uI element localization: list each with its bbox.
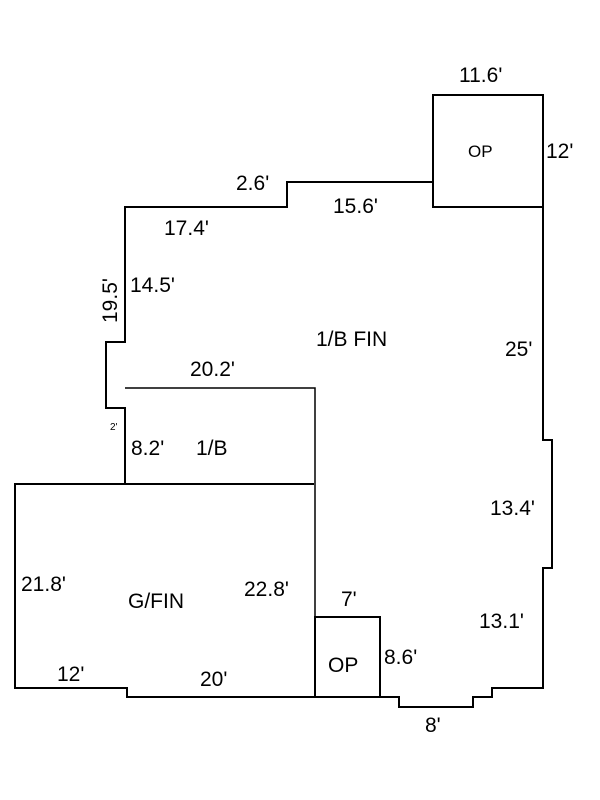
dim-garage-right: 22.8' [244,578,289,601]
dim-porch-top-depth: 12' [546,140,573,163]
dim-garage-bottom-left: 12' [57,663,84,686]
garage-outline [14,483,315,698]
dim-bottom-bay: 8' [425,714,441,737]
dim-right-upper: 25' [505,338,532,361]
dim-top-left-wall: 17.4' [164,217,209,240]
porch-top-outline [432,94,544,208]
porch-bottom-outline [314,616,381,698]
room-label-garage: G/FIN [128,590,184,613]
dim-garage-left: 21.8' [21,573,66,596]
interior-wall [125,387,316,697]
dim-garage-bottom: 20' [200,668,227,691]
dim-top-wall: 15.6' [333,195,378,218]
room-label-porch-top: OP [468,142,493,161]
dim-right-lower: 13.1' [479,610,524,633]
dim-notch: 2' [110,422,118,433]
dim-step-top: 2.6' [236,172,269,195]
dim-interior-wall: 20.2' [190,358,235,381]
dim-porch-bottom-depth: 8.6' [384,646,417,669]
dim-left-upper: 14.5' [130,274,175,297]
room-label-main: 1/B FIN [316,328,387,351]
main-outline [105,181,553,708]
dim-left-lower: 8.2' [131,437,164,460]
dim-porch-top-width: 11.6' [459,64,502,87]
room-label-basement: 1/B [196,437,228,460]
room-label-porch-bottom: OP [328,654,358,677]
dim-left-total: 19.5' [99,278,122,323]
dim-porch-bottom-width: 7' [341,588,357,611]
dim-right-bump: 13.4' [490,497,535,520]
